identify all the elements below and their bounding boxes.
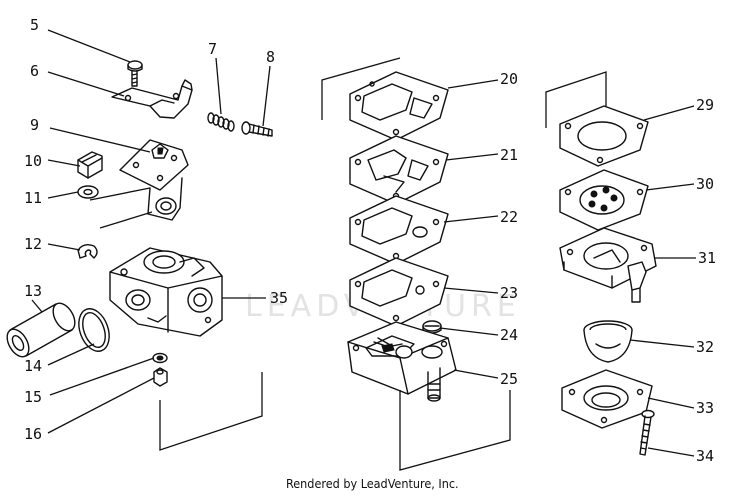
part-16-plug (153, 367, 168, 387)
bracket-right-top (545, 71, 607, 128)
callout-34: 34 (696, 447, 714, 465)
callout-6: 6 (30, 62, 39, 80)
leader-lines (31, 29, 696, 457)
part-25-pump-body (347, 321, 457, 402)
callout-7: 7 (208, 40, 217, 58)
part-32-primer-bulb (583, 320, 633, 363)
callout-20: 20 (500, 70, 518, 88)
callout-35: 35 (270, 289, 288, 307)
callout-25: 25 (500, 370, 518, 388)
part-35-carburetor-body (109, 247, 223, 337)
bracket-left (159, 372, 263, 451)
part-10-adjust-screw (77, 151, 103, 179)
part-13-intake-tube (6, 302, 76, 358)
part-9-cover (119, 139, 189, 221)
callout-33: 33 (696, 399, 714, 417)
bracket-middle-bottom (399, 390, 511, 471)
part-14-o-ring (78, 308, 110, 352)
part-23-metering-diaphragm (349, 257, 449, 327)
part-11-washer (77, 185, 99, 199)
callout-numbers: 5 6 7 8 9 10 11 12 13 14 15 16 35 20 21 … (24, 16, 716, 465)
part-21-diaphragm (349, 135, 449, 205)
part-8-screw (241, 121, 273, 137)
part-20-gasket (349, 71, 449, 141)
part-29-gasket (559, 105, 649, 167)
callout-29: 29 (696, 96, 714, 114)
callout-13: 13 (24, 282, 42, 300)
callout-15: 15 (24, 388, 42, 406)
part-31-pump-cover (559, 227, 657, 303)
callout-31: 31 (698, 249, 716, 267)
part-34-screw (639, 409, 655, 456)
part-22-gasket (349, 195, 449, 265)
callout-23: 23 (500, 284, 518, 302)
part-15-washer (152, 352, 168, 364)
callout-5: 5 (30, 16, 39, 34)
callout-14: 14 (24, 357, 42, 375)
part-33-bulb-retainer (561, 369, 653, 429)
part-12-e-clip (77, 243, 98, 259)
bracket-middle-top (321, 57, 401, 120)
callout-32: 32 (696, 338, 714, 356)
callout-30: 30 (696, 175, 714, 193)
callout-11: 11 (24, 189, 42, 207)
callout-21: 21 (500, 146, 518, 164)
callout-12: 12 (24, 235, 42, 253)
render-credit: Rendered by LeadVenture, Inc. (286, 476, 459, 491)
part-6-lever (111, 79, 193, 119)
part-30-pump-diaphragm (559, 169, 649, 231)
callout-16: 16 (24, 425, 42, 443)
callout-8: 8 (266, 48, 275, 66)
callout-9: 9 (30, 116, 39, 134)
callout-24: 24 (500, 326, 518, 344)
callout-10: 10 (24, 152, 42, 170)
part-5-screw (127, 60, 143, 87)
callout-22: 22 (500, 208, 518, 226)
part-7-spring (207, 112, 235, 132)
